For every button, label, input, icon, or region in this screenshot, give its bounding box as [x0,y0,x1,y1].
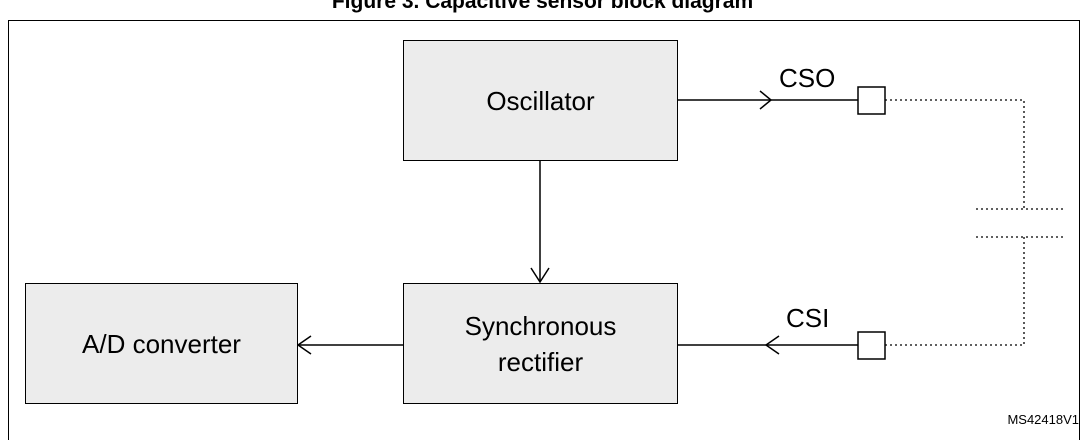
wiring-diagram [296,86,1066,360]
rectifier-label-line1: Synchronous [464,310,617,341]
adc-block: A/D converter [25,283,298,404]
oscillator-block: Oscillator [403,40,678,161]
adc-label: A/D converter [82,328,241,359]
rectifier-label-line2: rectifier [497,346,584,377]
cso-pin-pad [857,86,886,115]
cso-external-trace [885,99,1025,209]
oscillator-label: Oscillator [486,85,595,116]
csi-external-trace [885,237,1025,346]
rectifier-arrowhead [530,267,550,284]
csi-pin-pad [857,331,886,360]
figure-title: Figure 3. Capacitive sensor block diagra… [331,0,754,13]
csi-pin-label: CSI [786,303,830,333]
synchronous-rectifier-block: Synchronous rectifier [403,283,678,404]
adc-arrowhead [296,335,312,355]
cso-arrowhead [759,90,773,110]
figure-reference-code: MS42418V1 [1007,412,1079,427]
csi-arrowhead [764,335,780,355]
cso-pin-label: CSO [779,63,836,93]
figure-frame [8,20,1080,440]
